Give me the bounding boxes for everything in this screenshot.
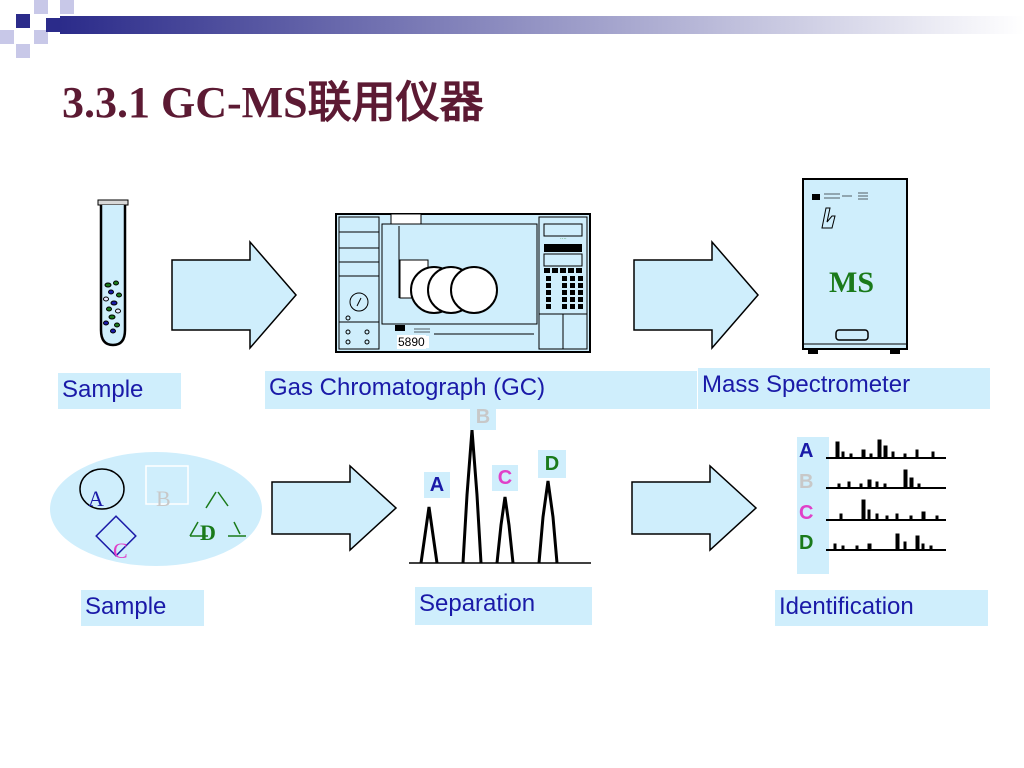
peak-label-b: B bbox=[470, 404, 496, 430]
peak-label-c: C bbox=[492, 465, 518, 491]
corner-square bbox=[34, 30, 48, 44]
separation-label: Separation bbox=[415, 587, 592, 625]
arrow-right-icon bbox=[631, 464, 758, 552]
spectrum-c bbox=[826, 499, 946, 521]
mass-spectra bbox=[826, 439, 946, 551]
peak-d bbox=[537, 480, 559, 564]
triangle-shape-d bbox=[189, 491, 246, 537]
ms-instrument-icon bbox=[802, 178, 908, 354]
peak-label-a: A bbox=[424, 472, 450, 498]
ms-panel-text: MS bbox=[829, 266, 874, 299]
spectrum-b bbox=[826, 469, 946, 489]
spectrum-d bbox=[826, 533, 946, 551]
spectra-label-column bbox=[797, 437, 829, 574]
spectrum-label-a: A bbox=[799, 440, 814, 462]
corner-square bbox=[60, 0, 74, 14]
spectrum-label-b: B bbox=[799, 471, 814, 493]
identification-label: Identification bbox=[775, 590, 988, 626]
corner-square bbox=[0, 30, 14, 44]
circle-shape-a bbox=[79, 468, 125, 510]
sample-mixture-diagram bbox=[50, 452, 262, 566]
corner-square bbox=[16, 14, 30, 28]
svg-text:····: ···· bbox=[560, 236, 567, 242]
peak-label-d: D bbox=[538, 450, 566, 478]
corner-square bbox=[34, 0, 48, 14]
corner-square bbox=[16, 44, 30, 58]
peak-c bbox=[495, 496, 515, 564]
spectrum-label-d: D bbox=[799, 532, 814, 554]
peak-a bbox=[419, 506, 439, 564]
gc-model-number: 5890 bbox=[397, 335, 426, 349]
spectrum-label-c: C bbox=[799, 502, 814, 524]
slide-title: 3.3.1 GC-MS联用仪器 bbox=[62, 78, 484, 127]
corner-square bbox=[46, 18, 60, 32]
chromatogram bbox=[409, 429, 591, 564]
spectrum-a bbox=[826, 439, 946, 459]
shape-label-b: B bbox=[156, 486, 171, 511]
diamond-shape-c bbox=[95, 515, 137, 557]
header-decoration bbox=[0, 0, 1024, 58]
gc-instrument-icon: ···· bbox=[335, 213, 591, 353]
arrow-right-icon bbox=[271, 464, 398, 552]
gc-label: Gas Chromatograph (GC) bbox=[265, 371, 697, 409]
arrow-right-icon bbox=[171, 240, 297, 350]
arrow-right-icon bbox=[633, 240, 759, 350]
shape-label-d: D bbox=[200, 520, 216, 545]
square-shape-b bbox=[145, 465, 189, 505]
header-bar bbox=[60, 16, 1024, 34]
test-tube-icon bbox=[97, 199, 129, 347]
shape-label-c: C bbox=[113, 538, 128, 563]
sample-label-top: Sample bbox=[58, 373, 181, 409]
sample-label-bottom: Sample bbox=[81, 590, 204, 626]
peak-b bbox=[461, 429, 483, 564]
shape-label-a: A bbox=[88, 486, 104, 511]
ms-label: Mass Spectrometer bbox=[698, 368, 990, 409]
